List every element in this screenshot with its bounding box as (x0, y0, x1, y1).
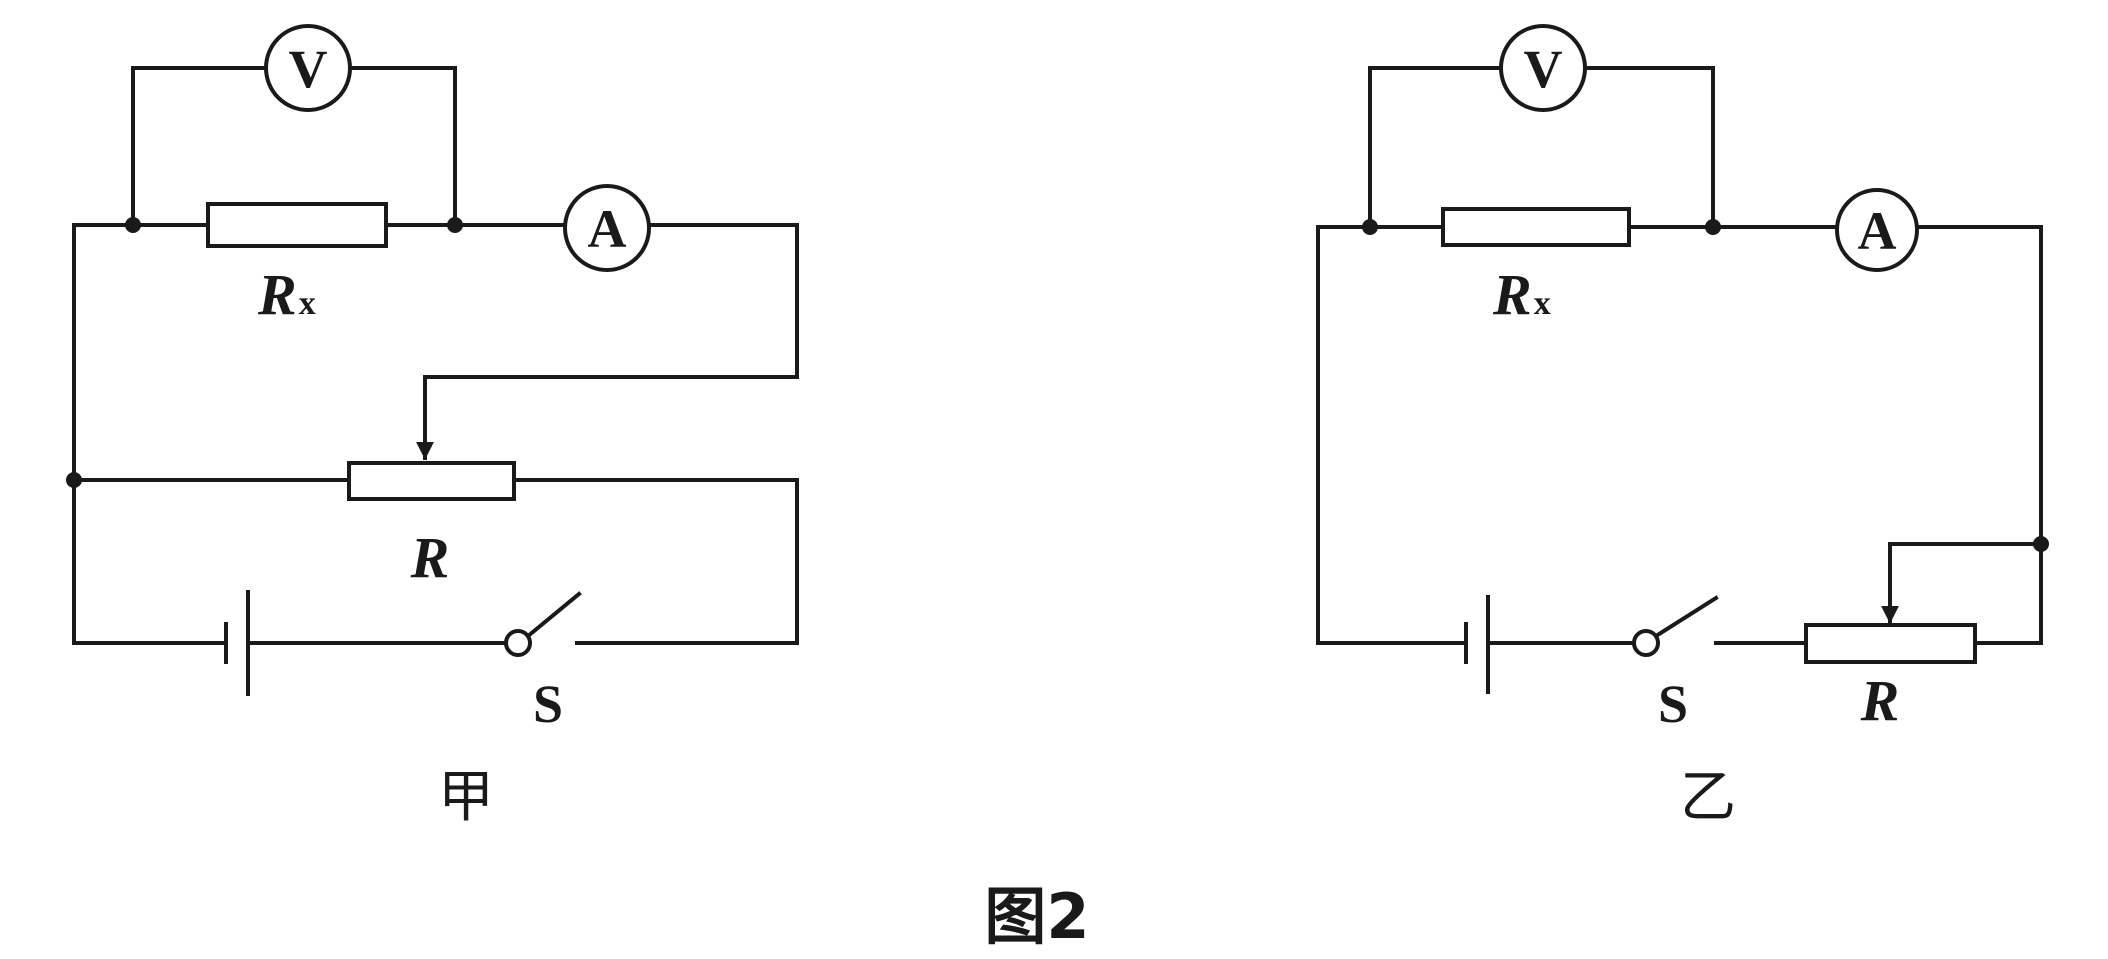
switch-label: S (1658, 674, 1688, 734)
voltmeter-label: V (289, 39, 328, 99)
ammeter: A (1835, 188, 1919, 272)
wire-rheostat-right (512, 478, 799, 645)
resistor-rx-label: Rx (257, 262, 316, 327)
wire-slider-tap (1888, 542, 2043, 552)
junction-dot (2033, 536, 2049, 552)
junction-dot (447, 217, 463, 233)
top-main-wire (72, 223, 210, 482)
junction-dot (125, 217, 141, 233)
battery (224, 590, 250, 696)
resistor-rx (206, 202, 388, 248)
voltmeter: V (1499, 24, 1587, 112)
voltmeter-branch-wire (131, 66, 268, 227)
junction-dot (66, 472, 82, 488)
switch-label: S (533, 674, 563, 734)
voltmeter-label: V (1524, 39, 1563, 99)
circuit-yi: V Rx A S (1316, 24, 2049, 830)
wire-ammeter-to-slider (423, 223, 799, 379)
ammeter: A (563, 184, 651, 272)
voltmeter-branch-wire-right (1583, 66, 1715, 229)
junction-dot (1705, 219, 1721, 235)
figure-caption: 图2 (984, 880, 1089, 953)
ammeter-label: A (588, 199, 627, 259)
resistor-rx-label: Rx (1492, 262, 1551, 327)
circuit-jia: V Rx A R (66, 24, 799, 830)
voltmeter-branch-wire-right (348, 66, 457, 227)
switch (504, 591, 582, 657)
rheostat (347, 461, 516, 501)
caption-jia: 甲 (438, 765, 494, 830)
wire-left-to-battery (72, 478, 228, 645)
wire-ammeter-to-right (1915, 225, 2043, 645)
battery (1464, 595, 1490, 694)
rheostat-label: R (410, 525, 450, 590)
top-main-wire (1316, 225, 1445, 645)
voltmeter-branch-wire (1368, 66, 1503, 229)
caption-yi: 乙 (1680, 765, 1736, 830)
voltmeter: V (264, 24, 352, 112)
ammeter-label: A (1858, 201, 1897, 261)
rheostat-label: R (1860, 668, 1900, 733)
switch (1632, 595, 1719, 657)
junction-dot (1362, 219, 1378, 235)
rheostat (1804, 623, 1977, 664)
resistor-rx (1441, 207, 1631, 247)
